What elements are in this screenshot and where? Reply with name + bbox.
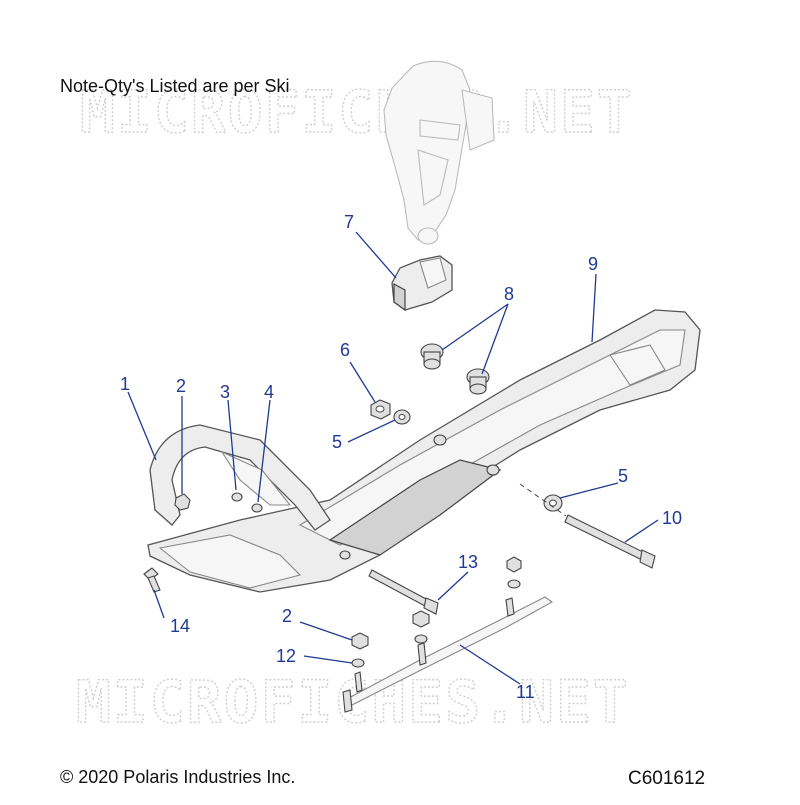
callout-3: 3	[220, 382, 230, 402]
callout-2-lower: 2	[282, 606, 292, 626]
washer-5-lower	[543, 494, 563, 512]
callout-13: 13	[458, 552, 478, 572]
ski-handle-loop	[149, 424, 331, 531]
callout-11: 11	[516, 682, 535, 702]
callout-8: 8	[504, 284, 514, 304]
ski-body	[147, 309, 701, 593]
washer-4	[251, 503, 263, 513]
spindle-ghost	[383, 60, 495, 245]
washer-3	[231, 492, 243, 502]
watermark-bottom: MICROFICHES.NET	[76, 668, 630, 736]
callout-6: 6	[340, 340, 350, 360]
callout-5-upper: 5	[332, 432, 342, 452]
callout-14: 14	[170, 616, 190, 636]
carbide-runner	[342, 596, 554, 713]
diagram-code: C601612	[628, 768, 706, 789]
quantity-note: Note-Qty's Listed are per Ski	[60, 76, 290, 96]
nut-2-upper	[174, 493, 191, 511]
callout-4: 4	[264, 382, 274, 402]
callout-labels: 1 2 3 4 5 6 7 8 9 5 10 13 2 12 11 14	[120, 212, 682, 702]
washer-runner-front	[414, 634, 428, 644]
watermark-top: MICROFICHES.NET	[80, 78, 634, 146]
copyright-text: © 2020 Polaris Industries Inc.	[60, 767, 296, 787]
washer-5-upper	[393, 409, 411, 425]
axis-line-10	[519, 483, 567, 517]
callout-12: 12	[276, 646, 296, 666]
callout-7: 7	[344, 212, 354, 232]
callout-1: 1	[120, 374, 130, 394]
bushing-lower	[466, 368, 490, 395]
bolt-13	[368, 569, 439, 615]
nut-runner-front	[412, 610, 430, 628]
leader-lines	[127, 231, 659, 685]
bushing-upper	[420, 343, 444, 370]
stud-14	[143, 567, 161, 593]
nut-runner-rear	[506, 556, 522, 573]
bolt-10	[564, 514, 656, 569]
nut-2-lower	[351, 632, 369, 650]
callout-5-lower: 5	[618, 466, 628, 486]
washer-12	[351, 658, 365, 668]
ski-saddle-block	[391, 255, 453, 312]
nut-6	[370, 399, 391, 420]
washer-runner-rear	[507, 579, 521, 589]
callout-2-upper: 2	[176, 376, 186, 396]
callout-9: 9	[588, 254, 598, 274]
callout-10: 10	[662, 508, 682, 528]
